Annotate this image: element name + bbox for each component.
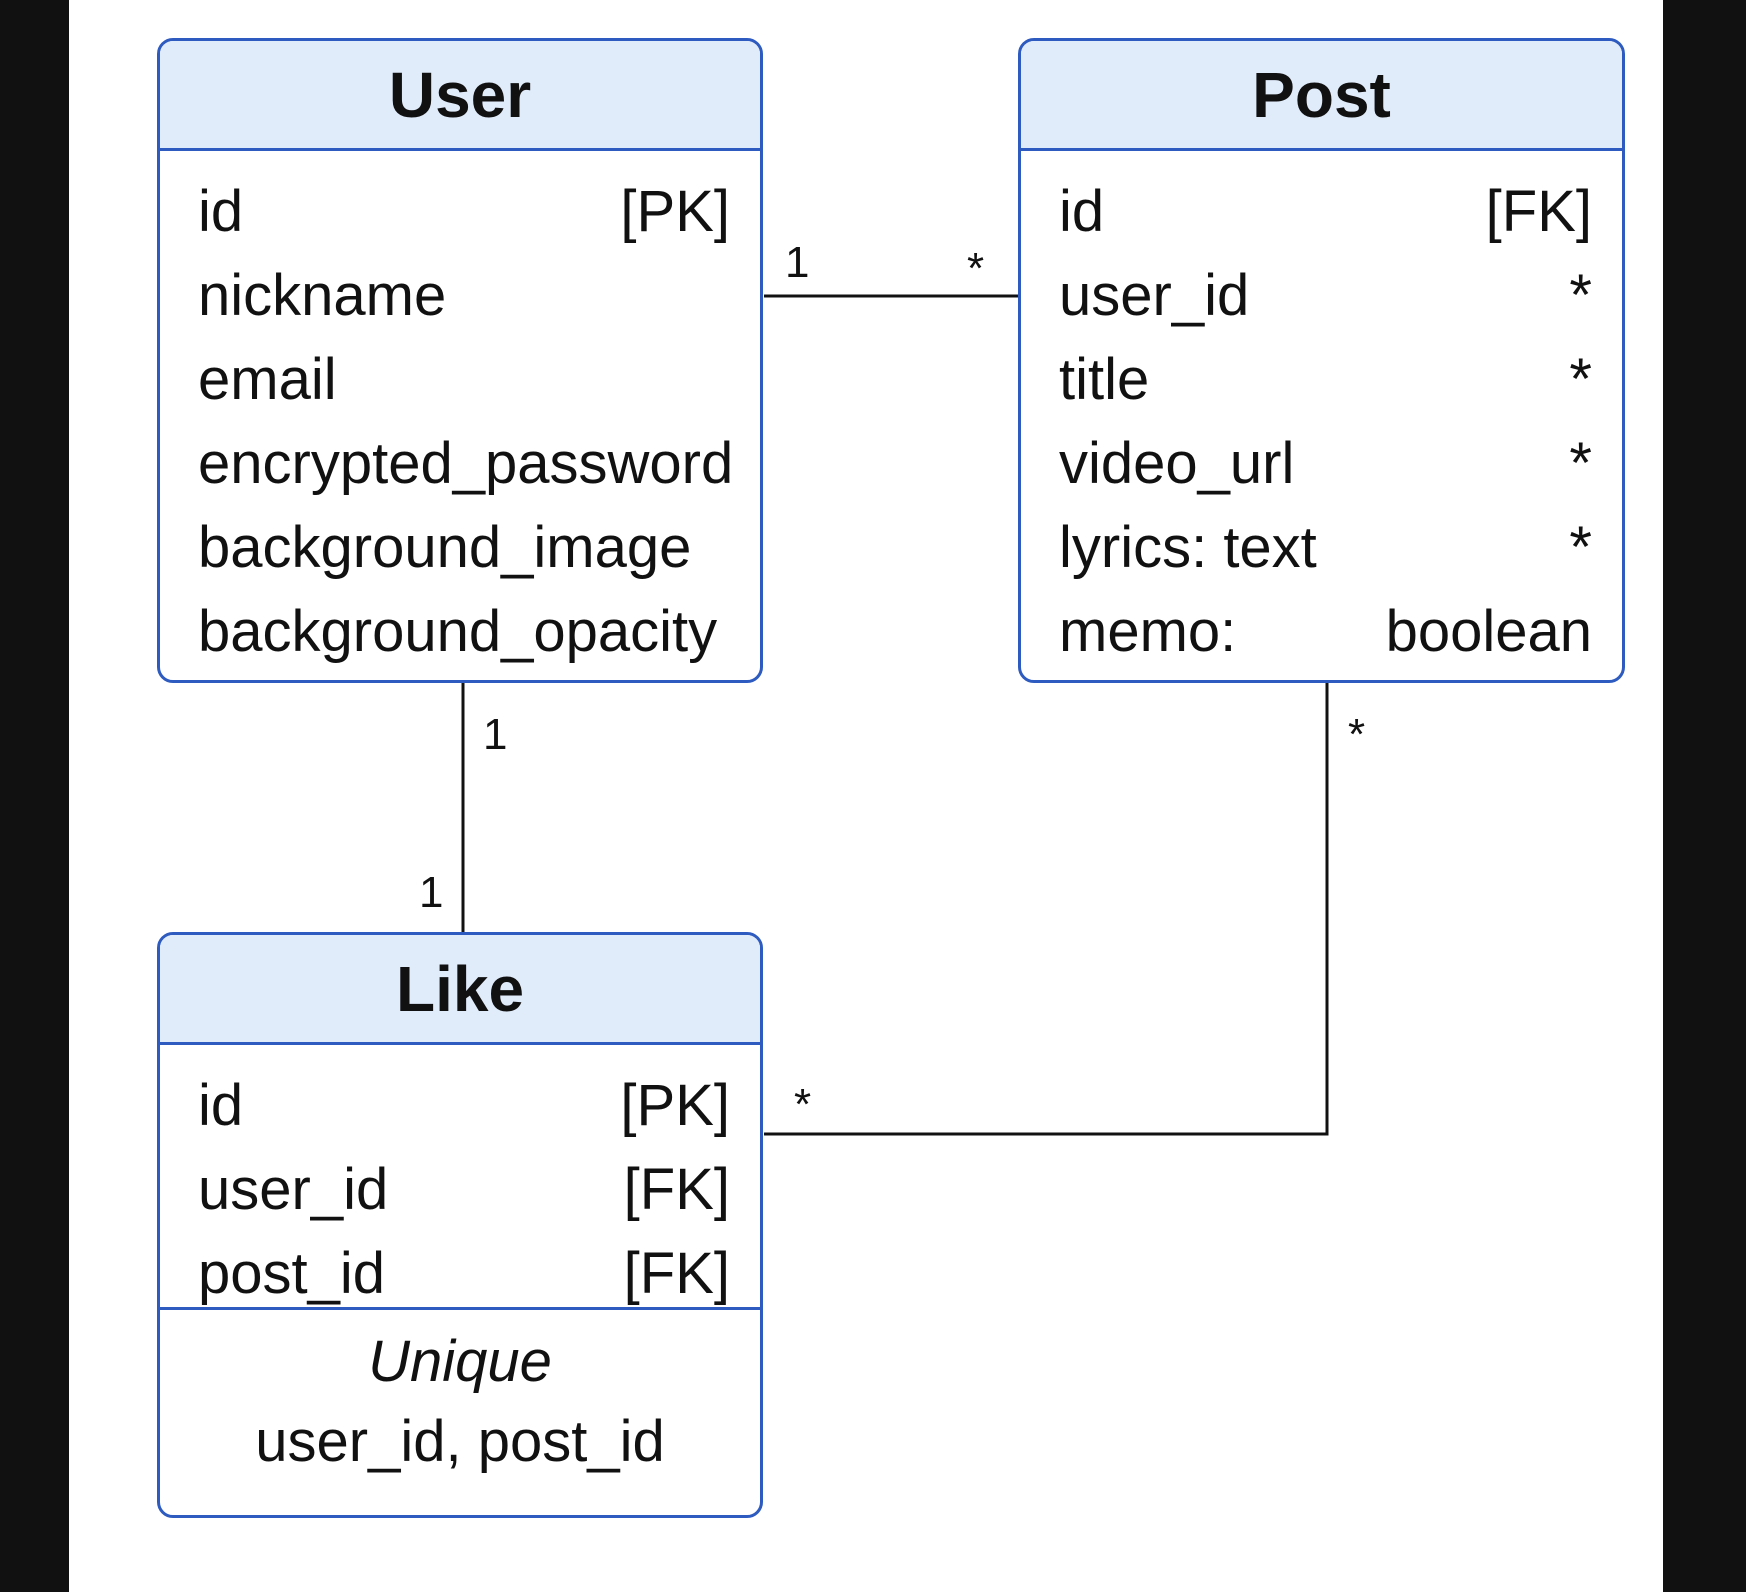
constraint-value: user_id, post_id (255, 1409, 665, 1474)
entity-post-title: Post (1021, 41, 1622, 151)
attribute-tag: [FK] (623, 1240, 730, 1306)
entity-like-attributes: id [PK] user_id [FK] post_id [FK] (160, 1045, 760, 1307)
user-post-mult-user: 1 (785, 238, 810, 287)
attribute-name: email (198, 346, 337, 412)
attribute-row: memo: boolean (1021, 589, 1622, 673)
attribute-name: nickname (198, 262, 447, 328)
attribute-tag: [PK] (620, 1072, 730, 1138)
post-like-mult-post: * (1348, 710, 1366, 759)
attribute-tag: * (1569, 514, 1592, 580)
entity-post-attributes: id [FK] user_id * title * video_url * ly… (1021, 151, 1622, 673)
attribute-row: email (160, 337, 760, 421)
entity-user-attributes: id [PK] nickname email encrypted_passwor… (160, 151, 760, 673)
attribute-row: id [PK] (160, 169, 760, 253)
post-like-line (764, 683, 1329, 1136)
user-like-mult-user: 1 (483, 710, 508, 759)
attribute-name: encrypted_password (198, 430, 734, 496)
attribute-name: memo: (1059, 598, 1237, 664)
attribute-name: lyrics: text (1059, 514, 1317, 580)
attribute-name: post_id (198, 1240, 386, 1306)
attribute-row: lyrics: text * (1021, 505, 1622, 589)
attribute-row: title * (1021, 337, 1622, 421)
attribute-name: title (1059, 346, 1150, 412)
attribute-name: video_url (1059, 430, 1295, 496)
entity-like-title: Like (160, 935, 760, 1045)
attribute-row: nickname (160, 253, 760, 337)
entity-post: Post id [FK] user_id * title * video_url… (1018, 38, 1625, 683)
attribute-name: background_opacity (198, 598, 718, 664)
attribute-name: background_image (198, 514, 692, 580)
entity-like-constraint: Unique user_id, post_id (160, 1307, 760, 1482)
attribute-tag: [PK] (620, 178, 730, 244)
diagram-canvas: User id [PK] nickname email encrypted_pa… (69, 0, 1663, 1592)
attribute-row: video_url * (1021, 421, 1622, 505)
attribute-row: encrypted_password (160, 421, 760, 505)
attribute-name: id (198, 178, 244, 244)
constraint-title: Unique (368, 1329, 552, 1394)
attribute-row: background_image (160, 505, 760, 589)
post-like-mult-like: * (794, 1080, 812, 1129)
attribute-row: user_id [FK] (160, 1147, 760, 1231)
attribute-tag: * (1569, 346, 1592, 412)
attribute-tag: * (1569, 430, 1592, 496)
attribute-row: id [FK] (1021, 169, 1622, 253)
entity-like: Like id [PK] user_id [FK] post_id [FK] U… (157, 932, 763, 1518)
user-post-mult-post: * (967, 244, 985, 293)
relationship-lines (461, 294, 1329, 1136)
attribute-row: id [PK] (160, 1063, 760, 1147)
attribute-name: user_id (1059, 262, 1250, 328)
attribute-tag: boolean (1385, 598, 1592, 664)
attribute-tag: * (1569, 262, 1592, 328)
entity-user: User id [PK] nickname email encrypted_pa… (157, 38, 763, 683)
attribute-row: background_opacity (160, 589, 760, 673)
attribute-tag: [FK] (1485, 178, 1592, 244)
attribute-tag: [FK] (623, 1156, 730, 1222)
attribute-name: user_id (198, 1156, 389, 1222)
entity-user-title: User (160, 41, 760, 151)
attribute-name: id (198, 1072, 244, 1138)
attribute-row: user_id * (1021, 253, 1622, 337)
attribute-name: id (1059, 178, 1105, 244)
attribute-row: post_id [FK] (160, 1231, 760, 1315)
user-like-mult-like: 1 (419, 868, 444, 917)
